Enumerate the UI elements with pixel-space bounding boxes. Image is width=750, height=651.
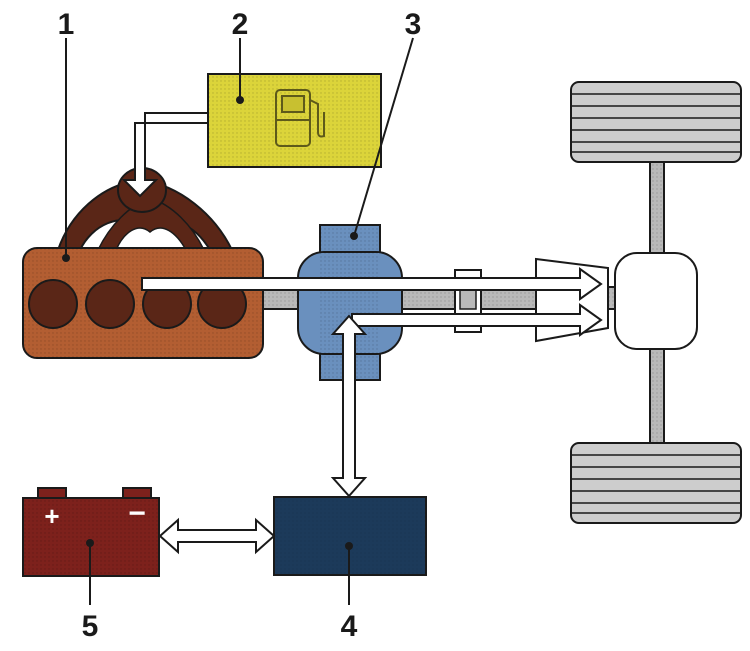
- label-battery: 5: [82, 610, 99, 643]
- differential: [614, 252, 698, 350]
- leader-dots: [62, 96, 358, 550]
- engine-power-arrow: [141, 267, 603, 301]
- battery-negative-terminal: −: [128, 497, 146, 530]
- leader-lines: [65, 37, 414, 605]
- engine-cylinder: [28, 279, 78, 329]
- battery-machine-arrow: [158, 517, 276, 555]
- engine-block: [22, 247, 264, 359]
- battery: + −: [22, 487, 160, 577]
- fuel-pump-icon: [275, 89, 325, 147]
- battery-positive-terminal: +: [44, 501, 59, 531]
- wheel-top: [570, 81, 742, 163]
- label-transmission-unit: 3: [405, 8, 422, 41]
- label-engine: 1: [58, 8, 75, 41]
- label-fuel-tank: 2: [232, 8, 249, 41]
- engine-cylinder: [85, 279, 135, 329]
- axle-housing: [535, 257, 609, 343]
- fuel-tank: [207, 73, 382, 168]
- electric-power-arrow: [351, 303, 603, 337]
- wheel-bottom: [570, 442, 742, 524]
- label-electric-machine: 4: [341, 610, 358, 643]
- fuel-line-arrow: [121, 112, 209, 198]
